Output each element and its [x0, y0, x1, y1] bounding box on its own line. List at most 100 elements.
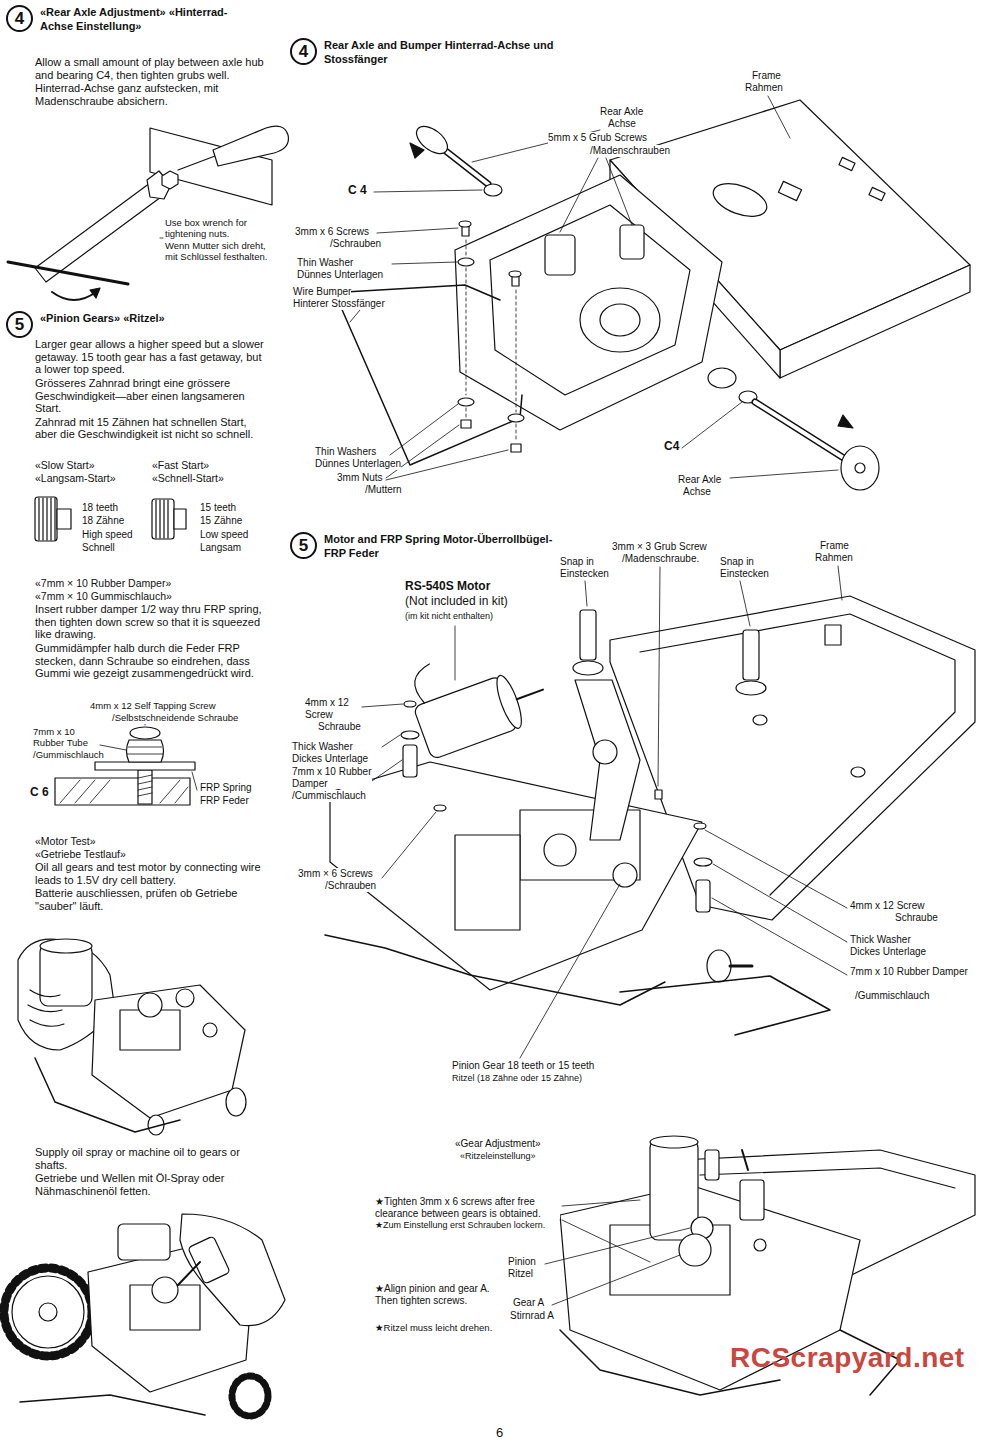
- rear-axle-figure: [600, 304, 640, 336]
- leader-line: [730, 470, 838, 478]
- leader-line: [455, 626, 456, 680]
- motor-test-figure: [35, 1058, 180, 1132]
- part-number: C4: [664, 440, 679, 454]
- rear-axle-figure: [461, 420, 471, 428]
- sub-heading: «7mm × 10 Rubber Damper»: [35, 577, 171, 589]
- leader-line: [390, 404, 458, 455]
- part-label: Rahmen: [815, 552, 853, 564]
- part-label: FRP Spring: [200, 782, 252, 794]
- instruction-text: Gummidämpfer halb durch die Feder FRP st…: [35, 642, 265, 680]
- rear-axle-figure: [708, 368, 736, 388]
- part-label: Achse: [608, 118, 636, 130]
- leader-line: [350, 310, 360, 322]
- damper-detail: [127, 747, 163, 754]
- motor-frp-figure: [325, 596, 975, 1035]
- gear-icon: [39, 498, 55, 540]
- gear-adjust-figure: [742, 1150, 748, 1170]
- motor-frp-figure: [694, 858, 712, 866]
- damper-detail: [95, 762, 195, 770]
- motor-frp-figure: [694, 823, 706, 829]
- part-label: 7mm x 10 Rubber Damper: [292, 766, 372, 789]
- leader-line: [192, 772, 197, 790]
- oil-spray-figure: [180, 1214, 285, 1326]
- part-label: 3mm x 6 Screws: [295, 226, 369, 238]
- box-wrench-figure: [52, 292, 96, 300]
- note-text: Wenn Mutter sich dreht, mit Schlüssel fe…: [165, 241, 273, 263]
- motor-test-figure: [138, 993, 162, 1017]
- motor-frp-figure: [401, 731, 419, 739]
- part-label: Dünnes Unterlagen: [315, 458, 401, 470]
- rear-axle-figure: [755, 402, 850, 462]
- oil-spray-figure: [12, 1276, 84, 1348]
- part-label: Ritzel: [508, 1268, 533, 1280]
- part-label: Rear Axle: [678, 474, 721, 486]
- oil-spray-figure: [232, 1376, 268, 1416]
- step-marker: 5«Pinion Gears» «Ritzel»: [6, 311, 255, 338]
- part-label: Stirnrad A: [510, 1310, 554, 1322]
- step-heading: Motor and FRP Spring Motor-Überrollbügel…: [324, 532, 564, 561]
- part-label: Pinion: [508, 1256, 536, 1268]
- leader-line: [100, 745, 126, 750]
- sub-heading: «Fast Start»: [152, 459, 209, 471]
- rear-axle-figure: [839, 157, 855, 170]
- instruction-text: Insert rubber damper 1/2 way thru FRP sp…: [35, 603, 265, 641]
- part-label: Einstecken: [560, 568, 609, 580]
- rear-axle-figure: [410, 143, 424, 158]
- part-label: Thick Washer: [850, 934, 911, 946]
- motor-frp-figure: [825, 625, 841, 645]
- rear-axle-figure: [838, 415, 853, 428]
- rear-axle-figure: [778, 181, 801, 200]
- oil-spray-figure: [118, 1224, 170, 1260]
- leader-line: [520, 884, 620, 1058]
- rear-axle-figure: [340, 285, 522, 465]
- part-label: 3mm × 3 Grub Screw: [612, 541, 707, 553]
- motor-frp-figure: [575, 680, 640, 840]
- rear-axle-figure: [484, 184, 502, 196]
- part-label: /Muttern: [365, 484, 402, 496]
- box-wrench-figure: [8, 262, 128, 284]
- part-label: 4mm x 12 Self Tapping Screw: [90, 701, 216, 712]
- rear-axle-figure: [545, 235, 575, 275]
- gear-icon: [57, 509, 71, 529]
- sub-heading: «Gear Adjustment»: [455, 1138, 541, 1150]
- note-text: ★Align pinion and gear A. Then tighten s…: [375, 1283, 507, 1306]
- part-label: Snap in: [720, 556, 754, 568]
- motor-frp-figure: [434, 805, 446, 811]
- part-number: C 4: [348, 184, 367, 198]
- gear-adjust-figure: [650, 1136, 698, 1148]
- oil-spray-figure: [4, 1214, 285, 1416]
- motor-frp-figure: [620, 976, 830, 1035]
- instruction-text: Larger gear allows a higher speed but a …: [35, 338, 265, 376]
- part-label: 15 teeth: [200, 502, 236, 514]
- leader-line: [560, 158, 632, 232]
- step-number: 4: [6, 5, 33, 32]
- part-label: /Gummischlauch: [855, 990, 929, 1002]
- part-label: Rear Axle: [600, 106, 643, 118]
- motor-frp-figure: [753, 715, 767, 725]
- gear-icon: [152, 499, 174, 539]
- part-label: Ritzel (18 Zähne oder 15 Zähne): [452, 1073, 582, 1083]
- part-label: Pinion Gear 18 teeth or 15 teeth: [452, 1060, 594, 1072]
- part-label: Low speed: [200, 529, 248, 541]
- leader-line: [374, 190, 482, 192]
- part-label: 4mm x 12 Screw: [850, 900, 924, 912]
- oil-spray-figure: [4, 1268, 92, 1356]
- rear-axle-figure: [455, 175, 722, 430]
- gear-icon: [174, 509, 186, 529]
- gear-icon: [35, 497, 57, 541]
- page-number: 6: [496, 1426, 503, 1441]
- part-label: Hinterer Stossfänger: [293, 298, 385, 310]
- step-heading: Rear Axle and Bumper Hinterrad-Achse und…: [324, 38, 564, 67]
- motor-frp-figure: [517, 690, 543, 700]
- rear-axle-figure: [580, 288, 660, 352]
- part-label: Frame: [820, 540, 849, 552]
- motor-frp-figure: [409, 664, 441, 704]
- motor-frp-figure: [455, 835, 520, 930]
- leader-line: [740, 581, 750, 626]
- damper-detail: [55, 778, 190, 805]
- gear-icon: [156, 500, 168, 538]
- leader-line: [382, 735, 400, 747]
- sub-heading: «Schnell-Start»: [152, 472, 224, 484]
- step-heading: «Pinion Gears» «Ritzel»: [40, 311, 255, 326]
- motor-test-figure: [92, 985, 245, 1118]
